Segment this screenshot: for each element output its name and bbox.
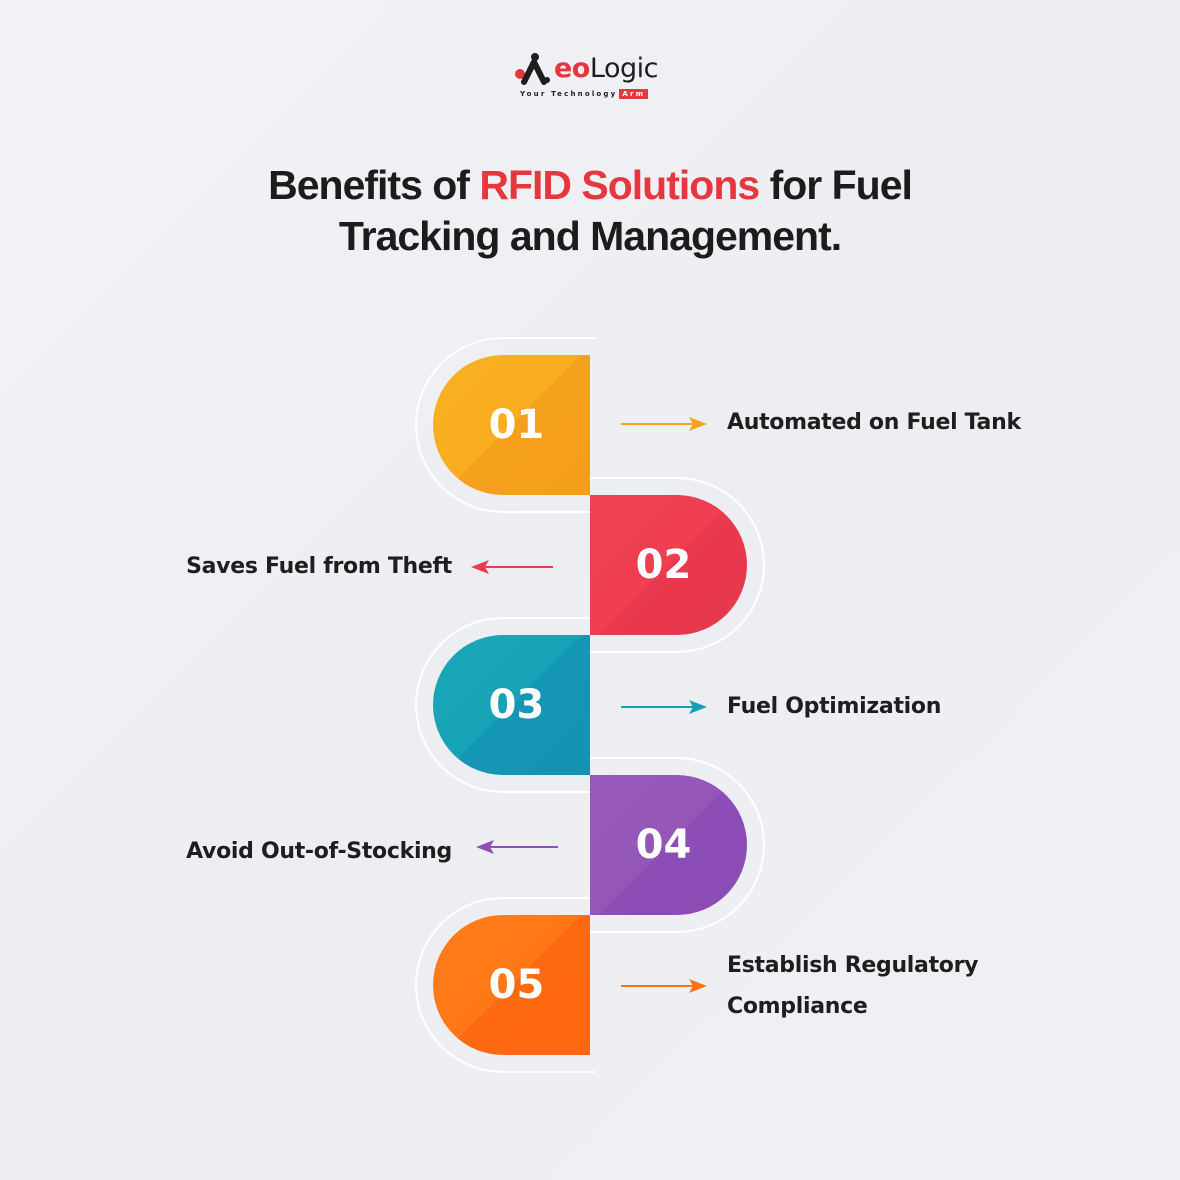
page-title: Benefits of RFID Solutions for Fuel Trac… <box>0 160 1180 262</box>
step-05-label-line-2: Compliance <box>727 994 868 1019</box>
step-05-badge: 05 <box>433 915 590 1055</box>
title-highlight: RFID Solutions <box>479 162 760 208</box>
arrow-right-icon <box>621 700 707 714</box>
title-text: Benefits of <box>268 162 480 208</box>
decorative-arc <box>415 337 595 513</box>
step-03-badge: 03 <box>433 635 590 775</box>
brand-name: eoLogic <box>554 52 658 86</box>
arrow-left-icon <box>471 560 553 574</box>
decorative-arc <box>415 617 595 793</box>
arrow-left-icon <box>476 840 558 854</box>
brand-name-suffix: Logic <box>589 53 659 84</box>
step-number: 05 <box>488 962 545 1008</box>
step-number: 02 <box>635 542 692 588</box>
step-number: 03 <box>488 682 545 728</box>
aeologic-logo-icon <box>515 53 550 85</box>
step-01-badge: 01 <box>433 355 590 495</box>
step-04-badge: 04 <box>590 775 747 915</box>
step-05-label-line-1: Establish Regulatory <box>727 953 979 978</box>
step-03-label: Fuel Optimization <box>727 694 942 719</box>
tagline-highlight: Arm <box>619 89 649 99</box>
arrow-right-icon <box>621 417 707 431</box>
brand-name-highlight: eo <box>554 53 590 84</box>
step-02-badge: 02 <box>590 495 747 635</box>
tagline-text: Your Technology <box>520 90 618 98</box>
decorative-arc <box>585 757 765 933</box>
step-04-label: Avoid Out-of-Stocking <box>186 839 452 864</box>
decorative-arc <box>415 897 595 1073</box>
step-05-label: Establish Regulatory Compliance <box>727 945 979 1027</box>
arrow-right-icon <box>621 979 707 993</box>
decorative-arc <box>585 477 765 653</box>
title-line-1: Benefits of RFID Solutions for Fuel <box>0 160 1180 211</box>
step-01-label: Automated on Fuel Tank <box>727 410 1021 435</box>
step-number: 04 <box>635 822 692 868</box>
step-02-label: Saves Fuel from Theft <box>186 554 452 579</box>
step-number: 01 <box>488 402 545 448</box>
title-line-2: Tracking and Management. <box>338 213 842 259</box>
title-text: for Fuel <box>759 162 913 208</box>
